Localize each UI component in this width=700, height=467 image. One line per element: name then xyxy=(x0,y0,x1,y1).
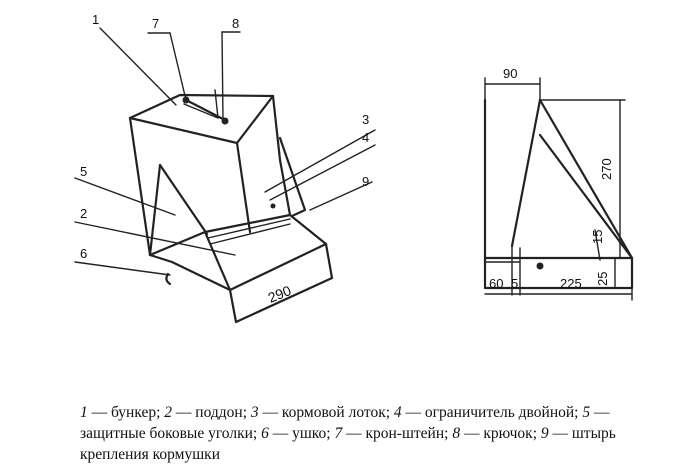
side-view: 90 270 15 25 60 5 225 xyxy=(483,66,634,301)
legend-number: 4 xyxy=(393,404,402,421)
legend-text: — крючок; xyxy=(460,425,541,442)
label-1: 1 xyxy=(92,12,99,27)
dim-base-length: 225 xyxy=(560,276,582,291)
dim-left-offset: 60 xyxy=(489,276,503,291)
dim-bottom-height: 25 xyxy=(595,272,610,286)
dim-lip: 15 xyxy=(590,230,605,244)
legend-text: — бункер; xyxy=(87,404,165,421)
label-6: 6 xyxy=(80,246,87,261)
legend-number: 1 xyxy=(80,404,88,421)
label-2: 2 xyxy=(80,206,87,221)
legend-text: — крон-штейн; xyxy=(342,425,453,442)
legend-text: — ограничитель двойной; xyxy=(401,404,583,421)
dim-height: 270 xyxy=(599,158,614,180)
legend-text: — ушко; xyxy=(268,425,335,442)
label-7: 7 xyxy=(152,16,159,31)
legend-text: — поддон; xyxy=(172,404,251,421)
label-3: 3 xyxy=(362,112,369,127)
legend-number: 8 xyxy=(452,425,461,442)
legend-caption: 1 — бункер; 2 — поддон; 3 — кормовой лот… xyxy=(80,402,640,465)
feeder-drawing: 1 7 8 5 2 6 3 4 9 290 90 270 15 xyxy=(74,12,634,324)
legend-number: 2 xyxy=(164,404,173,421)
label-8: 8 xyxy=(232,16,239,31)
legend-number: 3 xyxy=(250,404,259,421)
dim-tray-width: 290 xyxy=(266,282,294,306)
legend-text: — кормовой лоток; xyxy=(258,404,394,421)
legend-number: 5 xyxy=(582,404,591,421)
legend-number: 6 xyxy=(261,425,269,442)
legend-number: 7 xyxy=(334,425,343,442)
legend-text: — штырь крепления кормушки xyxy=(80,425,616,463)
legend-text: — защитные боковые уголки; xyxy=(80,404,610,442)
dim-top-width: 90 xyxy=(503,66,517,81)
isometric-view: 1 7 8 5 2 6 3 4 9 290 xyxy=(74,12,376,324)
legend-number: 9 xyxy=(540,425,549,442)
label-9: 9 xyxy=(362,174,369,189)
label-5: 5 xyxy=(80,164,87,179)
label-4: 4 xyxy=(362,130,369,145)
dim-gap: 5 xyxy=(511,276,518,291)
